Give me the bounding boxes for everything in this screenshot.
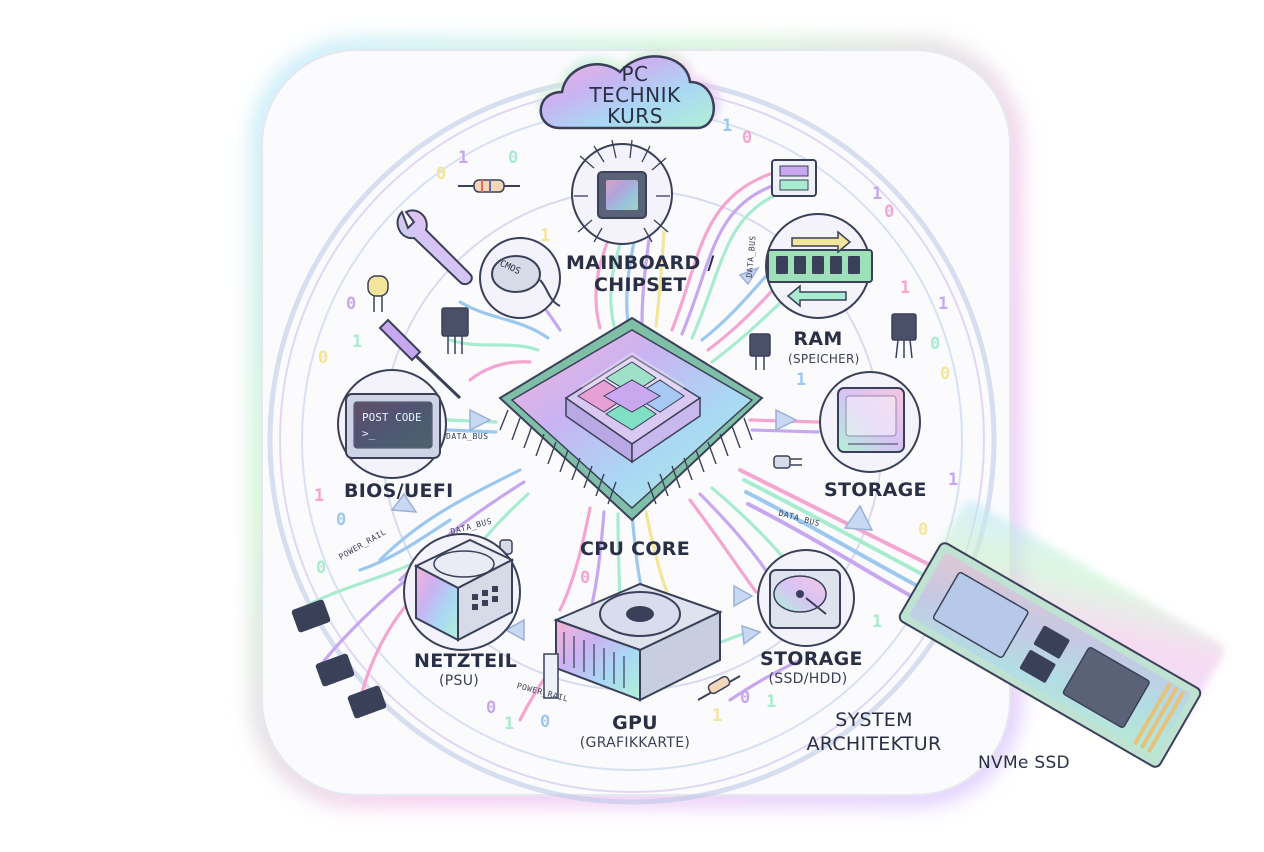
post-prompt: >_ xyxy=(362,427,376,440)
hdd-icon xyxy=(757,549,855,647)
binary-digit: 0 xyxy=(540,712,551,732)
bus-label: DATA_BUS xyxy=(446,432,489,441)
binary-digit: 0 xyxy=(318,348,329,368)
resistor-icon xyxy=(697,675,741,701)
title-line: TECHNIK xyxy=(589,83,681,107)
capacitor-icon xyxy=(749,333,771,370)
binary-digit: 0 xyxy=(940,364,951,384)
gpu-label-text: GPU xyxy=(612,712,658,734)
binary-digit: 1 xyxy=(540,226,551,246)
binary-digit: 1 xyxy=(458,148,469,168)
flow-arrows xyxy=(390,266,874,646)
hdd-storage-label-text: STORAGE xyxy=(760,648,863,670)
binary-digit: 0 xyxy=(884,202,895,222)
bios-monitor-icon xyxy=(337,369,447,479)
binary-digit: 1 xyxy=(796,370,807,390)
power-connector-icon xyxy=(291,599,387,719)
binary-digit: 1 xyxy=(766,692,777,712)
psu-sublabel: (PSU) xyxy=(439,673,479,689)
post-line: POST CODE xyxy=(362,411,422,424)
title-line: PC xyxy=(621,62,649,86)
binary-digit: 0 xyxy=(316,558,327,578)
mainboard-label-line: MAINBOARD / xyxy=(566,252,715,274)
binary-digit: 1 xyxy=(314,486,325,506)
binary-digit: 0 xyxy=(742,128,753,148)
cpu-chip xyxy=(498,316,764,522)
ram-label: RAM (SPEICHER) xyxy=(788,328,860,368)
title-cloud xyxy=(538,49,721,130)
ram-sublabel: (SPEICHER) xyxy=(788,352,860,366)
binary-digit: 1 xyxy=(872,184,883,204)
ram-label-text: RAM xyxy=(793,328,843,350)
mainboard-chip-icon xyxy=(571,139,673,245)
binary-digit: 0 xyxy=(336,510,347,530)
post-screen: POST CODE >_ xyxy=(362,410,422,442)
gpu-sublabel: (GRAFIKKARTE) xyxy=(579,735,691,751)
storage-drive-icon xyxy=(819,371,921,473)
led-icon xyxy=(367,275,389,312)
system-architecture-label: SYSTEM ARCHITEKTUR xyxy=(806,708,942,756)
binary-digit: 0 xyxy=(346,294,357,314)
mainboard-label: MAINBOARD / CHIPSET xyxy=(566,252,715,296)
binary-digit: 1 xyxy=(948,470,959,490)
binary-digit: 0 xyxy=(508,148,519,168)
binary-digit: 1 xyxy=(352,332,363,352)
mainboard-label-line: CHIPSET xyxy=(594,274,687,296)
binary-digit: 1 xyxy=(712,706,723,726)
binary-digit: 0 xyxy=(918,520,929,540)
ram-module-icon xyxy=(765,213,873,319)
psu-icon xyxy=(403,533,521,651)
hdd-storage-sublabel: (SSD/HDD) xyxy=(768,671,848,687)
binary-digit: 1 xyxy=(900,278,911,298)
gpu-card-icon xyxy=(543,582,723,702)
binary-digit: 0 xyxy=(930,334,941,354)
binary-digit: 0 xyxy=(740,688,751,708)
binary-digit: 0 xyxy=(486,698,497,718)
transistor-icon xyxy=(891,313,917,359)
screwdriver-icon xyxy=(378,318,462,400)
transistor-icon xyxy=(441,307,469,354)
page-title: PC TECHNIK KURS xyxy=(560,64,710,127)
system-label-line: ARCHITEKTUR xyxy=(806,733,942,755)
psu-label: NETZTEIL (PSU) xyxy=(414,650,518,690)
hdd-storage-label: STORAGE (SSD/HDD) xyxy=(760,648,863,688)
plug-icon xyxy=(773,455,802,469)
binary-digit: 1 xyxy=(722,116,733,136)
title-line: KURS xyxy=(607,104,663,128)
bios-label: BIOS/UEFI xyxy=(344,480,454,502)
psu-label-text: NETZTEIL xyxy=(414,650,518,672)
binary-digit: 0 xyxy=(436,164,447,184)
cpu-label: CPU CORE xyxy=(580,538,691,560)
binary-digit: 1 xyxy=(872,612,883,632)
system-label-line: SYSTEM xyxy=(835,709,913,731)
binary-digit: 0 xyxy=(580,568,591,588)
gpu-label: GPU (GRAFIKKARTE) xyxy=(576,712,694,752)
binary-digit: 1 xyxy=(938,294,949,314)
storage-label: STORAGE xyxy=(824,479,927,501)
wrench-icon xyxy=(396,209,473,286)
binary-digit: 1 xyxy=(504,714,515,734)
resistor-icon xyxy=(458,179,520,193)
nvme-label: NVMe SSD xyxy=(978,753,1070,773)
cmos-battery-icon xyxy=(479,237,561,319)
nvme-ssd-icon xyxy=(898,500,1225,768)
ethernet-connector-icon xyxy=(771,159,817,197)
